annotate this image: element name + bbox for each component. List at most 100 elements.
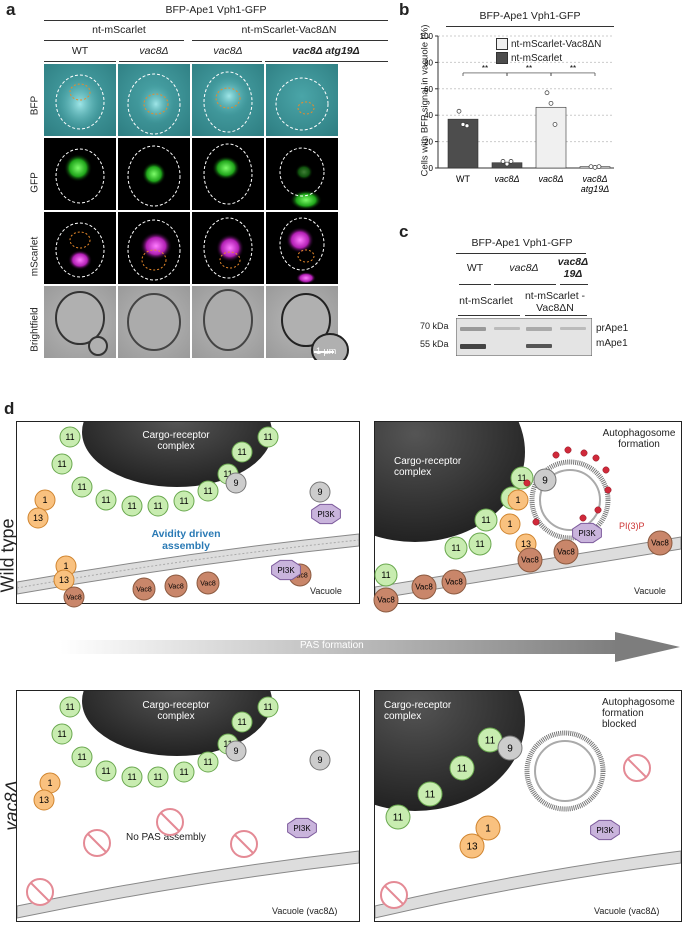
- y-tick-label-0: 0: [429, 164, 434, 173]
- point-1-1: [504, 161, 510, 167]
- band-mape1: mApe1: [596, 338, 628, 349]
- p4-complex: Cargo-receptor complex: [384, 700, 452, 722]
- point-2-1: [548, 100, 554, 106]
- row-label-brightfield: Brightfield: [29, 307, 41, 352]
- point-0-2: [464, 123, 470, 129]
- header-line: [44, 20, 388, 21]
- point-0-1: [460, 122, 466, 127]
- bfp-row: [44, 64, 338, 136]
- panel-b-letter: b: [399, 0, 410, 19]
- col-vac8: vac8Δ: [139, 45, 169, 57]
- panel-a-letter: a: [6, 0, 16, 19]
- lane-vac8-19: vac8Δ 19Δ: [557, 256, 589, 280]
- lane-wt: WT: [466, 262, 484, 274]
- group1-label: nt-mScarlet: [92, 24, 146, 36]
- row-label-mscarlet: mScarlet: [29, 236, 41, 277]
- row-label-bfp: BFP: [29, 95, 41, 116]
- p2-p: P: [520, 498, 527, 508]
- microscopy-grid: [44, 64, 349, 360]
- schematic-vac8-no-assembly: [16, 690, 360, 922]
- brightfield-row: [44, 286, 349, 360]
- p4-blocked: Autophagosome formation blocked: [602, 697, 675, 730]
- group2-line: [192, 40, 388, 41]
- lane-line-2: [494, 284, 556, 285]
- col-vac8-atg19: vac8Δ atg19Δ: [292, 45, 360, 57]
- lane-vac8: vac8Δ: [509, 262, 539, 274]
- blot-group2: nt-mScarlet -Vac8ΔN: [524, 290, 586, 314]
- lane-line-1: [459, 284, 491, 285]
- bar-2: [535, 106, 567, 169]
- point-1-2: [508, 159, 514, 164]
- x-label-0-0: WT: [456, 174, 470, 184]
- legend-item-mscarlet: nt-mScarlet: [496, 51, 601, 65]
- col-vac8-b: vac8Δ: [213, 45, 243, 57]
- mw-70: 70 kDa: [420, 321, 449, 331]
- col-line-3: [265, 61, 388, 62]
- col-wt: WT: [71, 45, 89, 57]
- p1-vacuole: Vacuole: [310, 586, 342, 596]
- scalebar-label: 1 µm: [316, 346, 337, 356]
- p2-autophagosome: Autophagosome formation: [602, 428, 676, 450]
- group1-line: [44, 40, 184, 41]
- panel-b-header-line: [446, 26, 614, 27]
- pas-arrow: [60, 632, 680, 662]
- x-label-1-0: vac8Δ: [494, 174, 519, 184]
- bar-0: [447, 118, 479, 169]
- p2-complex: Cargo-receptor complex: [394, 456, 462, 478]
- western-blot: [456, 318, 592, 356]
- col-line-2: [119, 61, 262, 62]
- legend-swatch-light: [496, 38, 508, 50]
- panel-a-header: BFP-Ape1 Vph1-GFP: [165, 4, 267, 16]
- pas-arrow-label: PAS formation: [300, 640, 364, 651]
- p2-pi3p: PI(3)P: [619, 521, 645, 531]
- band-prape1: prApe1: [596, 323, 629, 334]
- p3-vacuole: Vacuole (vac8Δ): [272, 906, 338, 916]
- gfp-row: [44, 138, 338, 210]
- panel-c-letter: c: [399, 222, 409, 241]
- blot-group1-line: [458, 315, 520, 316]
- col-line-1: [44, 61, 116, 62]
- p2-vacuole: Vacuole: [634, 586, 666, 596]
- legend-swatch-dark: [496, 52, 508, 64]
- point-0-0: [456, 108, 462, 114]
- p3-no-pas: No PAS assembly: [126, 832, 206, 843]
- mw-55: 55 kDa: [420, 339, 449, 349]
- legend-label-vac8dn: nt-mScarlet-Vac8ΔN: [511, 38, 602, 50]
- y-tick-label-1: 20: [424, 138, 433, 147]
- x-label-2-0: vac8Δ: [538, 174, 563, 184]
- row-label-gfp: GFP: [29, 172, 41, 193]
- legend: nt-mScarlet-Vac8ΔN nt-mScarlet: [496, 37, 601, 65]
- point-2-2: [552, 122, 558, 127]
- group2-label: nt-mScarlet-Vac8ΔN: [241, 24, 337, 36]
- point-3-0: [588, 164, 594, 170]
- schematic-vac8-no-assembly-svg: [17, 691, 359, 919]
- panel-c-header-line: [456, 253, 586, 254]
- y-tick-label-2: 40: [424, 111, 433, 120]
- x-label-3-1: atg19Δ: [581, 184, 610, 194]
- mscarlet-row: [44, 212, 338, 284]
- blot-group2-line: [525, 315, 587, 316]
- point-3-1: [592, 164, 598, 170]
- x-label-3-0: vac8Δ: [582, 174, 607, 184]
- y-tick-label-5: 100: [420, 32, 434, 41]
- sig-label-0: **: [482, 64, 488, 73]
- blot-group1: nt-mScarlet: [459, 295, 513, 307]
- p1-complex: Cargo-receptor complex: [142, 430, 210, 452]
- lane-line-3: [560, 284, 588, 285]
- y-tick-label-4: 80: [424, 58, 433, 67]
- point-3-2: [596, 164, 602, 170]
- p3-complex: Cargo-receptor complex: [142, 700, 210, 722]
- sig-label-1: **: [526, 64, 532, 73]
- y-tick-label-3: 60: [424, 85, 433, 94]
- sig-label-2: **: [570, 64, 576, 73]
- p1-assembly: Avidity driven assembly: [151, 528, 221, 552]
- p4-vacuole: Vacuole (vac8Δ): [594, 906, 660, 916]
- point-1-0: [500, 159, 506, 164]
- panel-c-header: BFP-Ape1 Vph1-GFP: [471, 237, 573, 249]
- legend-label-mscarlet: nt-mScarlet: [511, 52, 563, 64]
- panel-b-header: BFP-Ape1 Vph1-GFP: [479, 10, 581, 22]
- panel-d-letter: d: [4, 399, 15, 418]
- legend-item-vac8dn: nt-mScarlet-Vac8ΔN: [496, 37, 601, 51]
- schematic-vac8-blocked-svg: [375, 691, 681, 919]
